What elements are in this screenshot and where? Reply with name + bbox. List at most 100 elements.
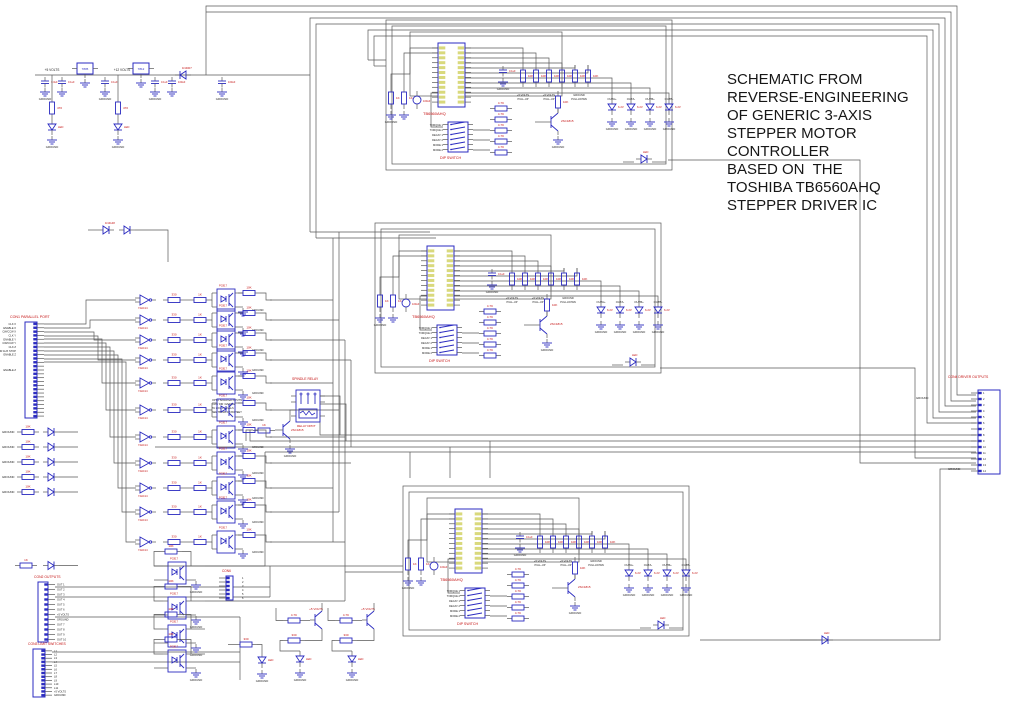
svg-text:OUT 3: OUT 3	[57, 593, 65, 597]
svg-text:+12 VOLTS: +12 VOLTS	[114, 68, 131, 72]
svg-text:4.7K: 4.7K	[291, 613, 297, 617]
svg-text:4.7K: 4.7K	[515, 589, 521, 593]
label: OPTO ISOLATED INPUTS	[212, 399, 242, 402]
resistor-symbol: 10K	[238, 306, 260, 316]
svg-text:1K: 1K	[198, 333, 202, 337]
label: +5 VOLTS	[45, 68, 60, 72]
bus-mid-1	[319, 412, 976, 436]
svg-text:GROUND: GROUND	[256, 679, 268, 683]
svg-text:10K: 10K	[545, 540, 550, 544]
optocoupler-symbol: PC817	[212, 496, 240, 524]
ground-symbol: GROUND	[39, 88, 51, 101]
inverter-gate-symbol	[135, 506, 156, 518]
label: 74HC14	[138, 326, 148, 330]
svg-text:GROUND: GROUND	[595, 330, 607, 334]
label: 2SC1815	[550, 322, 563, 326]
svg-text:330: 330	[171, 430, 176, 434]
wire	[182, 639, 192, 654]
label: GROUND	[573, 93, 585, 97]
resistor-symbol: 10K	[537, 531, 550, 553]
resistor-symbol: 10K	[561, 268, 574, 290]
svg-text:L3: L3	[54, 656, 57, 660]
resistor-symbol: 4.7K	[490, 101, 512, 112]
optocoupler-symbol: PC817	[163, 592, 191, 620]
svg-text:10K: 10K	[25, 485, 30, 489]
ground-symbol: GROUND	[497, 78, 509, 91]
svg-text:CON2 OUTPUTS: CON2 OUTPUTS	[34, 575, 61, 579]
svg-text:10K: 10K	[530, 277, 535, 281]
svg-text:10K: 10K	[168, 579, 173, 583]
label: DECAY 2	[421, 341, 432, 345]
svg-text:6.2V: 6.2V	[618, 105, 624, 109]
ground-symbol	[399, 111, 409, 120]
label: GROUND	[252, 471, 264, 475]
capacitor-symbol: 100uF	[218, 77, 236, 88]
wire	[482, 531, 593, 535]
svg-text:10K: 10K	[554, 74, 559, 78]
svg-text:10K: 10K	[567, 74, 572, 78]
label: SEE TB6560 DATASHEET	[212, 411, 242, 414]
svg-text:GROUND: GROUND	[2, 430, 14, 434]
svg-text:4.7K: 4.7K	[487, 304, 493, 308]
svg-text:PC817: PC817	[219, 304, 227, 308]
title-line: STEPPER DRIVER IC	[727, 197, 878, 214]
svg-text:1K: 1K	[198, 353, 202, 357]
svg-text:GROUND: GROUND	[2, 445, 14, 449]
svg-text:PC817: PC817	[219, 394, 227, 398]
resistor-symbol: 4.7K	[335, 613, 357, 624]
svg-text:GROUND: GROUND	[644, 127, 656, 131]
svg-text:GROUND: GROUND	[625, 127, 637, 131]
svg-text:0.1uF: 0.1uF	[498, 272, 505, 276]
diode-symbol: LED	[295, 651, 311, 667]
resistor-symbol: 4.7K	[490, 134, 512, 145]
voltage-regulator: 7812	[128, 62, 154, 78]
svg-text:1K: 1K	[198, 313, 202, 317]
label: PULL-UP	[507, 300, 518, 304]
wire	[260, 429, 272, 438]
outputs-header: CON2 OUTPUTS	[34, 575, 61, 579]
resistor-symbol: 10K	[238, 474, 260, 484]
svg-text:3: 3	[242, 584, 244, 588]
svg-text:470: 470	[57, 106, 62, 110]
svg-text:1: 1	[242, 576, 244, 580]
resistor-symbol: 10K	[548, 268, 561, 290]
diode-symbol: 6.2V	[634, 302, 651, 318]
svg-text:LED: LED	[268, 658, 273, 662]
svg-text:L8: L8	[54, 675, 57, 679]
bus-top-5	[367, 29, 976, 419]
resistor-symbol: 4.7K	[507, 567, 529, 578]
label: 74HC14	[138, 306, 148, 310]
resistor-symbol: 4.7K	[507, 578, 529, 589]
svg-text:330: 330	[171, 293, 176, 297]
bus-top-2	[206, 11, 976, 402]
svg-text:OUT 2: OUT 2	[57, 588, 65, 592]
svg-text:DIP SWITCH: DIP SWITCH	[440, 156, 462, 160]
wire	[211, 505, 213, 513]
svg-text:GROUND: GROUND	[663, 127, 675, 131]
svg-text:1N4007: 1N4007	[182, 66, 192, 70]
svg-text:GROUND: GROUND	[948, 467, 960, 471]
diode-symbol: 6.2V	[643, 565, 660, 581]
wire	[454, 265, 552, 268]
svg-text:+5 VOLTS: +5 VOLTS	[309, 607, 323, 611]
resistor-symbol: 1K	[15, 558, 37, 569]
svg-text:SPINDLE RELAY: SPINDLE RELAY	[292, 377, 319, 381]
limits-header: CON3 LIMIT SWITCHES	[28, 642, 67, 646]
label: TB6560AHQ	[423, 111, 446, 116]
svg-text:GROUND: GROUND	[916, 396, 928, 400]
wire-loop	[380, 228, 656, 368]
spindle-relay-header: SPINDLE RELAY	[292, 377, 319, 381]
wire	[289, 409, 296, 417]
resistor-symbol: 330	[335, 633, 357, 644]
optocoupler-symbol: PC817	[212, 472, 240, 500]
svg-text:OUT 9: OUT 9	[57, 633, 65, 637]
diode-symbol: 1N4007	[175, 66, 192, 80]
optocoupler-symbol: PC817	[212, 284, 240, 312]
svg-text:OUTB+: OUTB+	[645, 97, 655, 101]
label: +5 VOLTS	[532, 296, 544, 300]
wire-loop	[391, 25, 667, 165]
svg-text:6.2V: 6.2V	[656, 105, 662, 109]
svg-text:TB6560AHQ: TB6560AHQ	[412, 314, 435, 319]
label: +5 VOLTS	[517, 93, 529, 97]
